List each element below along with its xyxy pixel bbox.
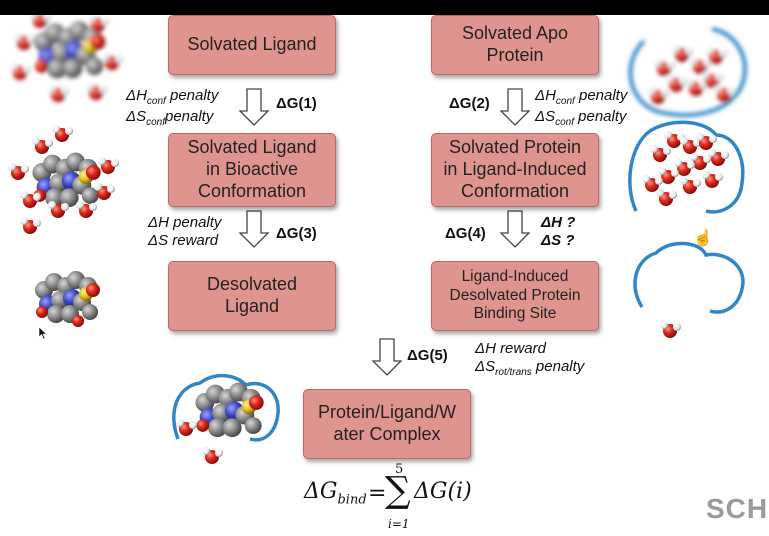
- note1-dh-text: penalty: [165, 87, 219, 104]
- binding-site-image: [633, 241, 745, 338]
- arrow-step-2: [499, 88, 531, 126]
- note4-ds: ΔS ?: [541, 231, 575, 249]
- note2-dh-sub: conf: [555, 96, 575, 107]
- complex-image: [172, 373, 280, 464]
- box-binding-site: Ligand-Induced Desolvated Protein Bindin…: [431, 261, 599, 331]
- note3-ds: ΔS reward: [148, 231, 219, 249]
- box-solvated-ligand: Solvated Ligand: [168, 15, 336, 75]
- note1-ds-text: penalty: [164, 107, 214, 125]
- solvated-ligand-image: [10, 15, 123, 102]
- box-solvated-ligand-label: Solvated Ligand: [187, 34, 317, 55]
- box-bioactive-ligand: Solvated Ligand in Bioactive Conformatio…: [168, 133, 336, 207]
- equation-lhs: ΔGbind: [304, 479, 367, 507]
- watermark-logo: SCHI: [706, 493, 769, 524]
- note5-ds-text: penalty: [531, 357, 585, 375]
- note1-dh: ΔH: [126, 87, 147, 104]
- desolvated-ligand-image: [35, 271, 100, 327]
- ligand-induced-protein-image: [628, 120, 745, 214]
- box-solvated-apo-label: Solvated Apo Protein: [461, 23, 569, 65]
- note1-dh-sub: conf: [146, 96, 166, 107]
- note-step-1: ΔHconf penalty ΔSconfpenalty: [126, 87, 218, 129]
- box-complex: Protein/Ligand/W ater Complex: [303, 389, 471, 459]
- note5-dh: ΔH reward: [475, 340, 546, 357]
- box-ligand-induced-protein: Solvated Protein in Ligand-Induced Confo…: [431, 133, 599, 207]
- arrow-step-3: [238, 210, 270, 248]
- note2-dh-text: penalty: [574, 87, 628, 104]
- note2-dh: ΔH: [535, 87, 556, 104]
- note1-ds: ΔS: [126, 107, 147, 125]
- box-solvated-apo-protein: Solvated Apo Protein: [431, 15, 599, 75]
- equation-lhs-sub: bind: [337, 492, 367, 508]
- box-bioactive-label: Solvated Ligand in Bioactive Conformatio…: [187, 137, 317, 201]
- note3-dh: ΔH penalty: [148, 214, 222, 231]
- note-step-2: ΔHconf penalty ΔSconf penalty: [535, 87, 627, 129]
- note-step-3: ΔH penalty ΔS reward: [148, 214, 221, 249]
- note-step-5: ΔH reward ΔSrot/trans penalty: [475, 340, 584, 378]
- box-binding-site-label: Ligand-Induced Desolvated Protein Bindin…: [449, 267, 581, 323]
- step-label-g1: ΔG(1): [276, 95, 317, 112]
- arrow-step-5: [371, 338, 403, 376]
- note2-ds-text: penalty: [573, 107, 627, 125]
- note5-ds-sub: rot/trans: [495, 366, 532, 378]
- equation-equals: =: [368, 481, 387, 506]
- note-step-4: ΔH ? ΔS ?: [541, 214, 575, 249]
- equation-sum-upper: 5: [395, 462, 404, 477]
- equation-lhs-symbol: ΔG: [304, 479, 338, 504]
- note4-dh: ΔH ?: [541, 214, 576, 231]
- box-desolvated-ligand-label: Desolvated Ligand: [206, 274, 298, 316]
- step-label-g4: ΔG(4): [445, 225, 486, 242]
- box-complex-label: Protein/Ligand/W ater Complex: [317, 402, 457, 444]
- step-label-g5: ΔG(5): [407, 347, 448, 364]
- sum-sigma-icon: ∑: [385, 470, 411, 511]
- note5-ds: ΔS: [475, 357, 496, 375]
- step-label-g2: ΔG(2): [449, 95, 490, 112]
- slide: Solvated Ligand Solvated Apo Protein Sol…: [0, 15, 769, 536]
- note1-ds-sub: conf: [146, 116, 165, 128]
- step-label-g3: ΔG(3): [276, 225, 317, 242]
- box-desolvated-ligand: Desolvated Ligand: [168, 261, 336, 331]
- note2-ds: ΔS: [535, 107, 556, 125]
- diagram-graphics: [8, 15, 748, 464]
- note2-ds-sub: conf: [555, 116, 574, 128]
- equation-sum-lower: i=1: [388, 517, 410, 531]
- arrow-cursor-icon: [38, 326, 48, 340]
- box-ligand-induced-label: Solvated Protein in Ligand-Induced Confo…: [443, 137, 587, 201]
- arrow-step-4: [499, 210, 531, 248]
- flow-arrows: [238, 88, 531, 376]
- bioactive-ligand-image: [8, 125, 119, 234]
- apo-protein-image: [628, 27, 748, 118]
- equation-term: ΔG(i): [414, 479, 472, 504]
- hand-cursor-icon: ☝: [693, 230, 713, 247]
- arrow-step-1: [238, 88, 270, 126]
